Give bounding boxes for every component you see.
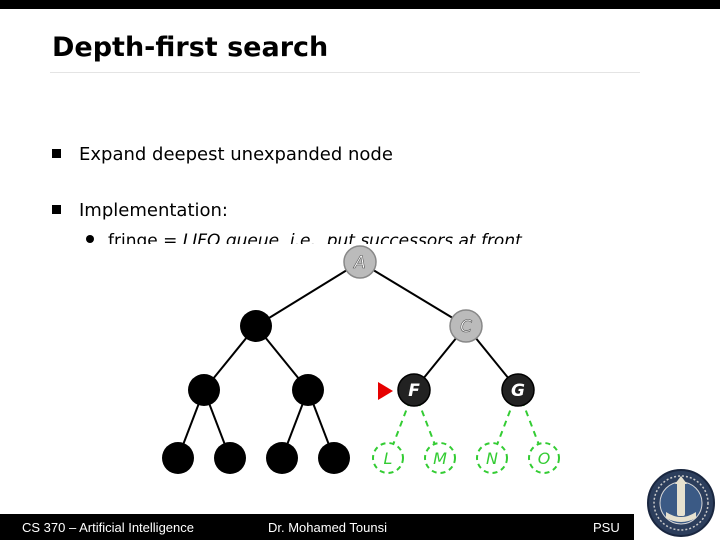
search-tree-diagram: A C F G L M N [162,245,560,474]
svg-text:O: O [538,449,551,468]
tree-edges [177,261,545,459]
bullet-2-text: Implementation: [79,200,228,221]
tree-node-m: M [424,442,456,474]
tree-node-a: A [343,245,377,279]
sub-bullet-italic: LIFO queue, i.e., put successors at fron… [182,231,522,244]
university-seal-icon [647,469,715,537]
top-bar [0,0,720,9]
round-bullet-icon [86,235,94,243]
svg-text:M: M [433,449,447,468]
tree-node-n: N [476,442,508,474]
tree-node-b [240,310,272,342]
edge-a-c [359,261,467,327]
bullet-1-text: Expand deepest unexpanded node [79,144,393,165]
svg-text:G: G [511,381,525,401]
sub-bullet-fringe: fringe = LIFO queue, i.e., put successor… [86,230,566,244]
bullet-2: Implementation: [52,200,228,221]
tree-nodes: A C F G L M N [162,245,560,474]
title-divider [50,72,640,73]
sub-bullet-prefix: fringe = [108,231,183,244]
current-node-marker-icon [378,382,393,400]
footer-bar: CS 370 – Artificial Intelligence Dr. Moh… [0,514,634,540]
tree-node-i [214,442,246,474]
tree-node-g: G [501,373,535,407]
svg-text:L: L [384,449,393,468]
edge-a-b [255,261,361,327]
tree-node-o: O [528,442,560,474]
tree-node-h [162,442,194,474]
footer-course: CS 370 – Artificial Intelligence [22,520,194,535]
tree-node-j [266,442,298,474]
svg-text:C: C [460,317,472,337]
svg-text:F: F [408,381,420,401]
svg-text:N: N [486,449,498,468]
footer-institution: PSU [593,520,620,535]
tree-node-c: C [449,309,483,343]
tree-node-k [318,442,350,474]
tree-node-f: F [397,373,431,407]
footer-author: Dr. Mohamed Tounsi [268,520,387,535]
svg-text:A: A [353,253,366,273]
bullet-1: Expand deepest unexpanded node [52,144,393,165]
square-bullet-icon [52,204,61,214]
slide-title: Depth-first search [52,32,329,63]
tree-node-d [188,374,220,406]
tree-node-l: L [372,442,404,474]
tree-node-e [292,374,324,406]
square-bullet-icon [52,148,61,158]
